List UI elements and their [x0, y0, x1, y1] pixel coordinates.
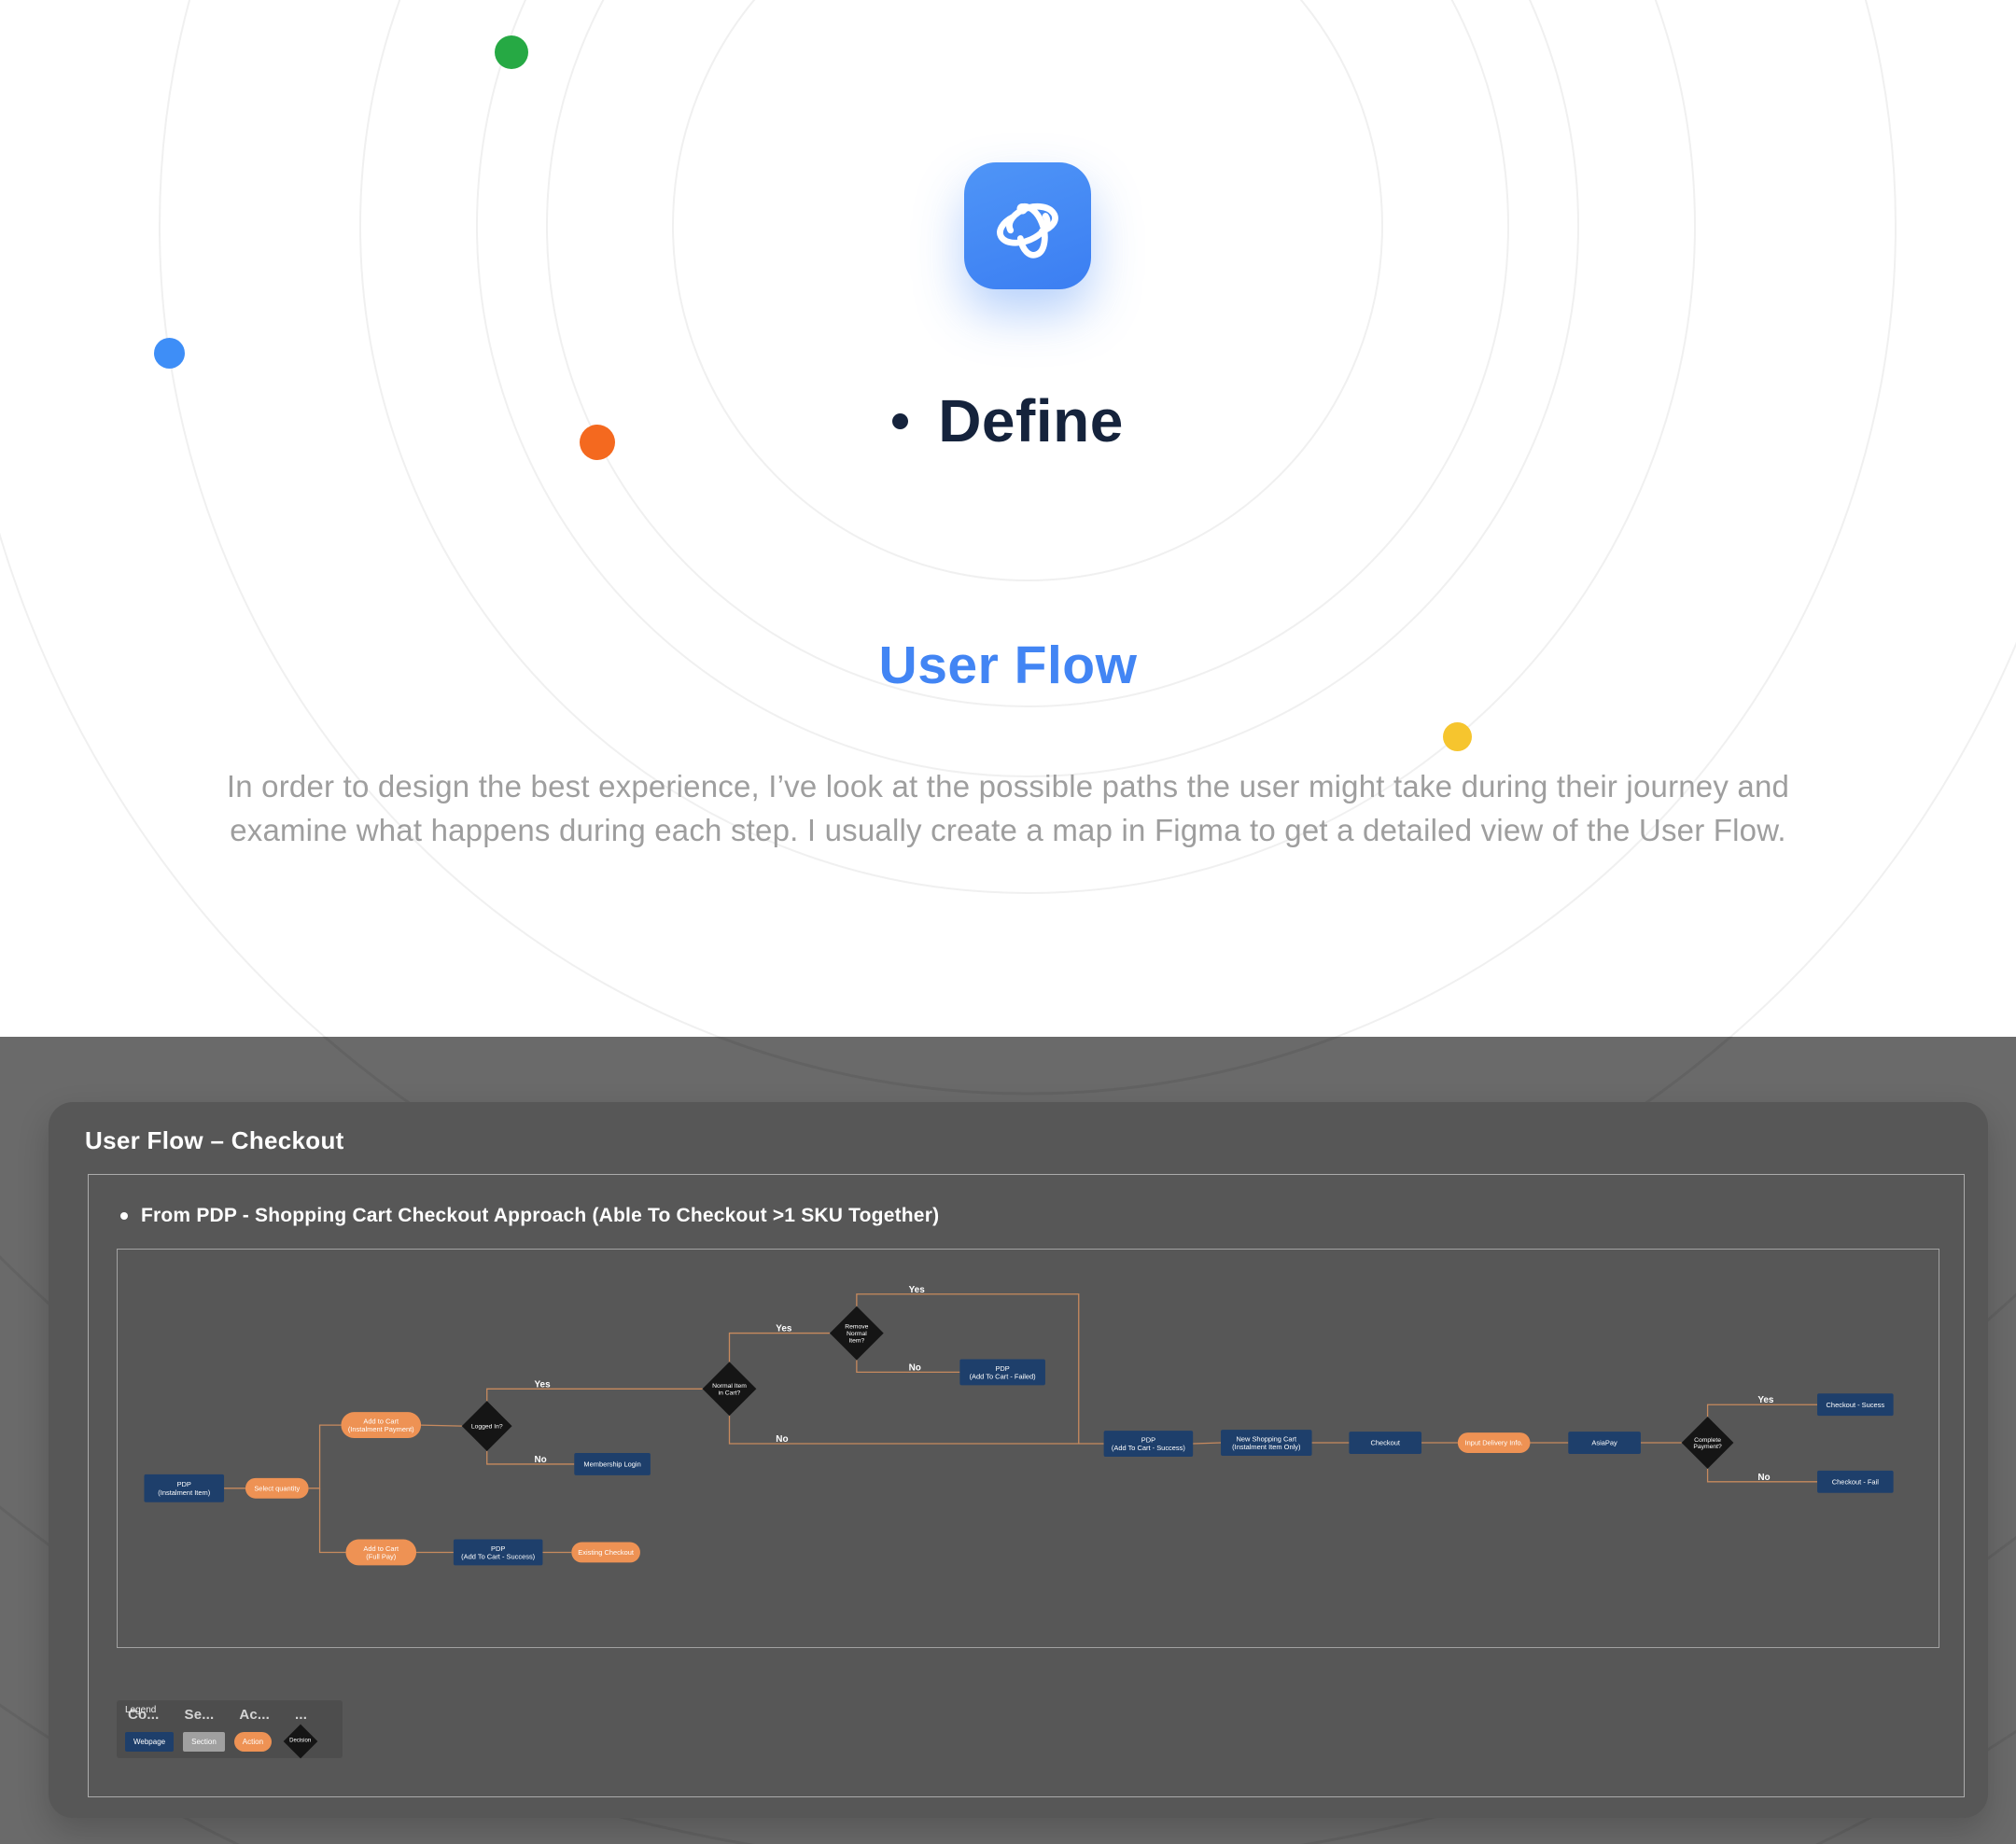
legend-chip-action: Action — [233, 1731, 273, 1752]
svg-text:Membership Login: Membership Login — [583, 1460, 640, 1469]
flow-node-pdp-failed: PDP(Add To Cart - Failed) — [959, 1359, 1045, 1386]
svg-text:Existing Checkout: Existing Checkout — [578, 1548, 635, 1557]
board-frame: From PDP - Shopping Cart Checkout Approa… — [88, 1174, 1965, 1797]
flow-edge-6 — [728, 1332, 830, 1362]
svg-text:Logged In?: Logged In? — [471, 1424, 503, 1431]
legend-tab-1[interactable]: Co... — [128, 1707, 160, 1723]
legend-chip-decision: Decision — [283, 1724, 318, 1759]
flow-edge-8 — [856, 1293, 1080, 1445]
flow-node-checkout: Checkout — [1349, 1432, 1422, 1454]
flow-edge-17 — [1706, 1404, 1818, 1418]
flow-edge-label-5: No — [909, 1362, 921, 1373]
legend-chips: Webpage Section Action Decision — [125, 1724, 334, 1759]
flow-edge-2 — [318, 1488, 346, 1554]
flow-edge-label-3: No — [776, 1434, 788, 1445]
flow-edge-5 — [486, 1450, 575, 1465]
orbit-dot-green — [495, 35, 528, 69]
app-icon — [964, 162, 1091, 289]
flow-edge-9 — [856, 1360, 960, 1374]
legend-tab-3[interactable]: Ac... — [239, 1707, 271, 1723]
flow-edge-7 — [728, 1416, 1104, 1445]
flow-edge-label-2: Yes — [776, 1324, 792, 1334]
flow-node-atc-fullpay: Add to Cart(Full Pay) — [345, 1539, 417, 1566]
flow-node-checkout-success: Checkout - Sucess — [1817, 1393, 1894, 1417]
flow-node-existing-checkout: Existing Checkout — [571, 1542, 640, 1563]
heading-bullet — [892, 412, 909, 429]
flow-node-delivery-info: Input Delivery Info. — [1457, 1432, 1531, 1453]
svg-text:Checkout: Checkout — [1370, 1439, 1400, 1447]
flow-edge-12 — [1193, 1442, 1222, 1445]
orbit-dot-orange — [580, 425, 615, 460]
section-heading: Define — [0, 386, 2016, 455]
legend: Legend Co... Se... Ac... ... Webpage Sec… — [117, 1700, 343, 1759]
svg-text:Add to Cart(Full Pay): Add to Cart(Full Pay) — [363, 1544, 399, 1561]
svg-text:PDP(Add To Cart - Failed): PDP(Add To Cart - Failed) — [970, 1364, 1037, 1381]
flow-edge-4 — [486, 1388, 703, 1402]
flow-heading: From PDP - Shopping Cart Checkout Approa… — [120, 1205, 939, 1227]
flow-heading-bullet — [120, 1212, 128, 1220]
flow-edge-label-7: No — [1757, 1473, 1770, 1483]
svg-text:Add to Cart(Instalment Payment: Add to Cart(Instalment Payment) — [348, 1418, 414, 1434]
board-title: User Flow – Checkout — [85, 1126, 344, 1154]
page-title: User Flow — [878, 636, 1138, 695]
svg-text:Checkout - Fail: Checkout - Fail — [1832, 1478, 1879, 1487]
legend-tab-more[interactable]: ... — [295, 1707, 308, 1723]
flow-edge-1 — [308, 1424, 342, 1489]
svg-text:Checkout - Sucess: Checkout - Sucess — [1827, 1401, 1885, 1409]
userflow-board: User Flow – Checkout From PDP - Shopping… — [49, 1102, 1988, 1818]
legend-tab-2[interactable]: Se... — [184, 1707, 215, 1723]
svg-text:Input Delivery Info.: Input Delivery Info. — [1465, 1439, 1523, 1447]
flow-edge-3 — [421, 1424, 462, 1427]
flow-node-pdp-success: PDP(Add To Cart - Success) — [1103, 1431, 1194, 1457]
legend-chip-section: Section — [183, 1731, 225, 1752]
flow-node-select-quantity: Select quantity — [245, 1477, 309, 1499]
flow-edge-label-4: Yes — [909, 1285, 926, 1295]
orbit-dot-blue — [154, 338, 185, 369]
flow-node-logged-in: Logged In? — [461, 1401, 512, 1451]
flow-edge-label-0: Yes — [534, 1379, 551, 1390]
redux-logo-icon — [997, 203, 1058, 258]
flow-edge-label-6: Yes — [1757, 1395, 1774, 1405]
legend-tabs: Co... Se... Ac... ... — [128, 1707, 334, 1723]
flow-node-membership-login: Membership Login — [574, 1452, 651, 1475]
legend-chip-webpage: Webpage — [125, 1731, 175, 1752]
flow-node-asiapay: AsiaPay — [1568, 1432, 1641, 1454]
flow-node-pdp-success-2: PDP(Add To Cart - Success) — [453, 1539, 543, 1566]
svg-text:PDP(Add To Cart - Success): PDP(Add To Cart - Success) — [1112, 1435, 1185, 1452]
flow-node-pdp-instalment: PDP(Instalment Item) — [144, 1474, 225, 1502]
section-label: Define — [938, 387, 1124, 454]
orbit-dot-yellow — [1443, 722, 1472, 751]
showcase-section: User Flow – Checkout From PDP - Shopping… — [0, 1037, 2016, 1844]
flow-heading-label: From PDP - Shopping Cart Checkout Approa… — [141, 1205, 940, 1226]
svg-text:New Shopping Cart(Instalment I: New Shopping Cart(Instalment Item Only) — [1232, 1434, 1301, 1451]
flow-node-checkout-fail: Checkout - Fail — [1817, 1470, 1894, 1493]
flow-node-new-shopping-cart: New Shopping Cart(Instalment Item Only) — [1221, 1430, 1312, 1456]
svg-text:Select quantity: Select quantity — [254, 1484, 300, 1492]
legend-title: Legend — [125, 1705, 157, 1715]
intro-paragraph: In order to design the best experience, … — [226, 769, 1790, 847]
flow-node-atc-instalment: Add to Cart(Instalment Payment) — [341, 1412, 422, 1439]
svg-text:AsiaPay: AsiaPay — [1591, 1439, 1617, 1447]
svg-text:PDP(Add To Cart - Success): PDP(Add To Cart - Success) — [461, 1544, 535, 1561]
flow-edge-18 — [1706, 1468, 1818, 1483]
flow-edge-label-1: No — [534, 1455, 546, 1465]
svg-text:PDP(Instalment Item): PDP(Instalment Item) — [158, 1480, 210, 1497]
orbit-arcs — [0, 0, 2016, 1037]
